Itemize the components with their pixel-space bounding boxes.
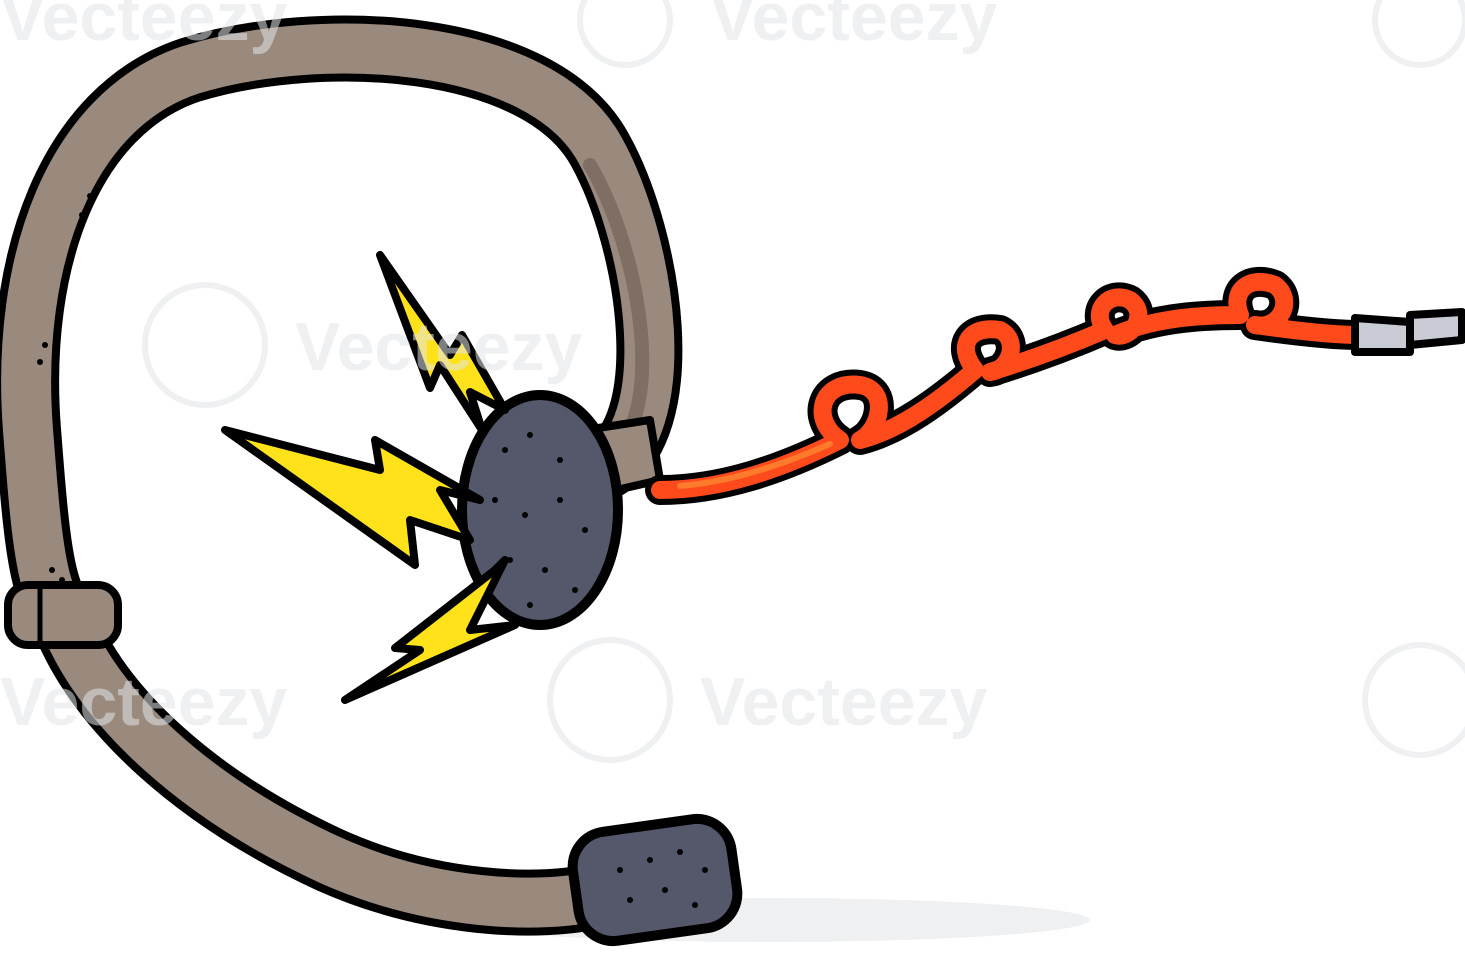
lightning-bolts	[221, 251, 519, 704]
coiled-cable	[645, 266, 1375, 505]
headband-joint	[4, 581, 122, 649]
plug-connector	[1351, 308, 1465, 356]
microphone	[567, 813, 743, 947]
